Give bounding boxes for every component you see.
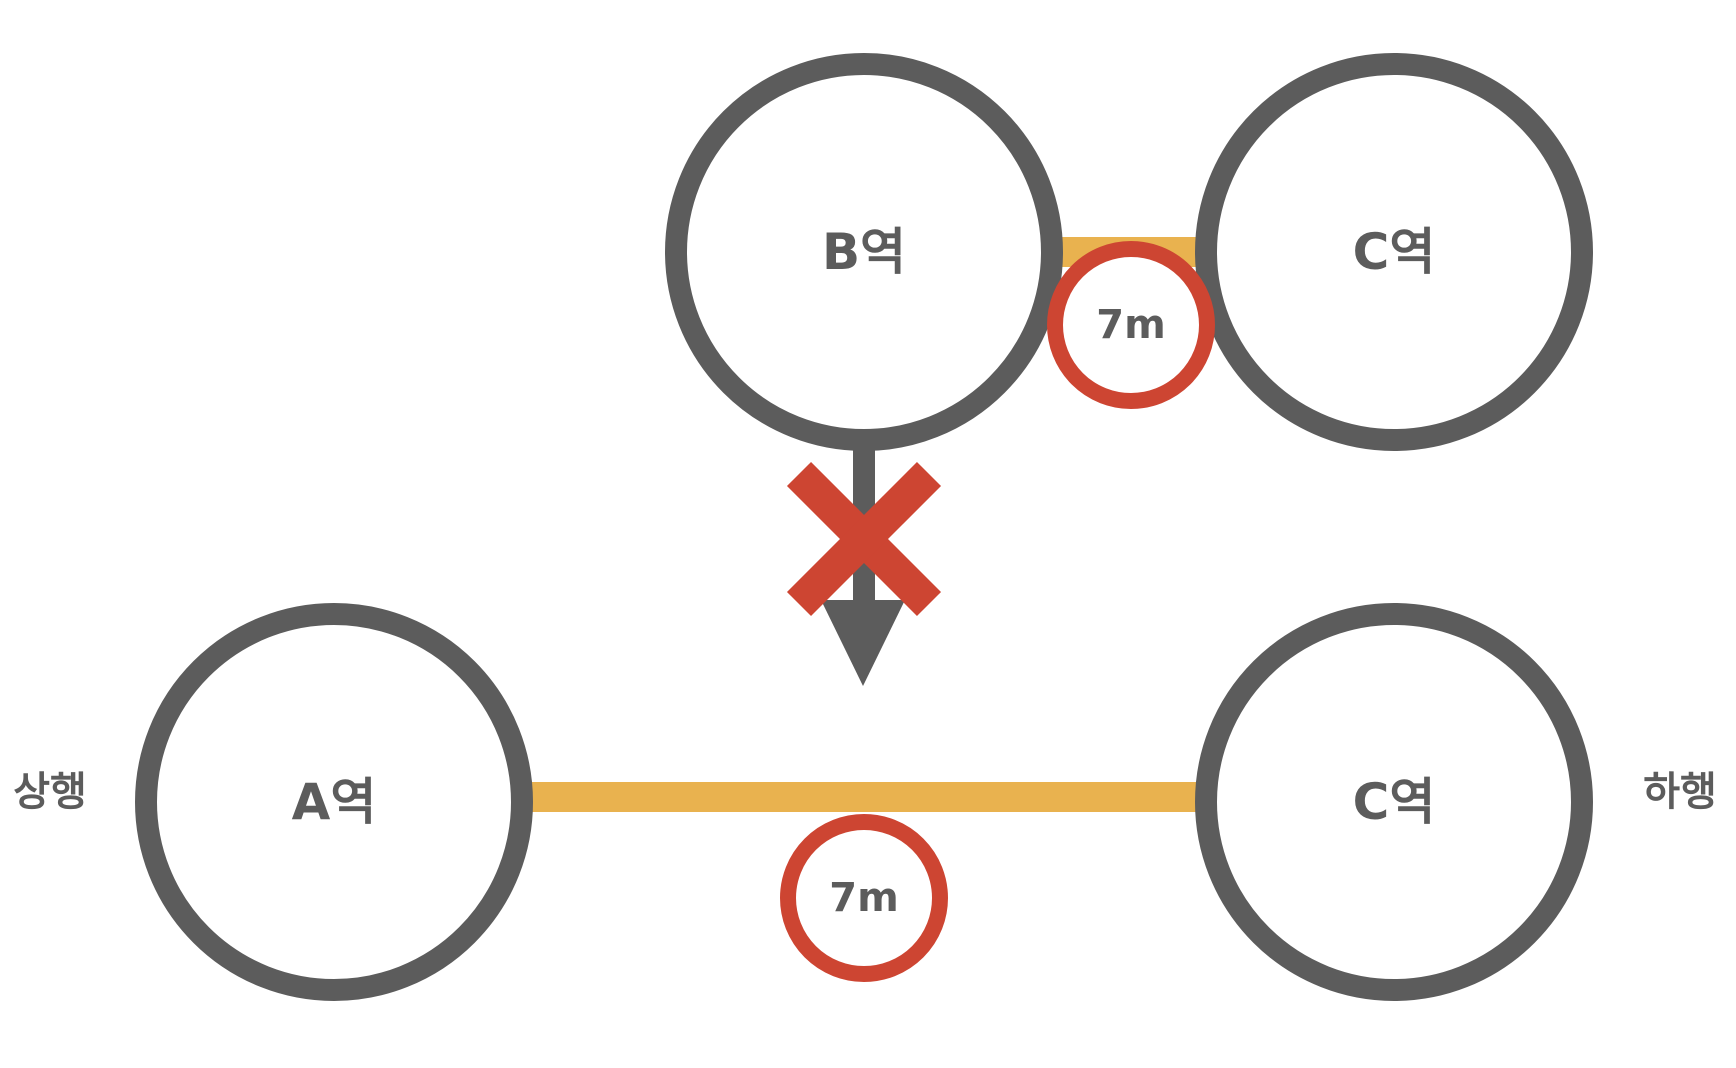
distance-label-lower: 7m [829, 875, 899, 921]
station-c-lower-label: C역 [1353, 773, 1436, 831]
x-mark-icon [786, 461, 942, 617]
station-b-circle [665, 53, 1063, 451]
station-a-label: A역 [292, 773, 377, 831]
station-c-lower-circle [1195, 603, 1593, 1001]
station-c-upper[interactable]: C역 [1195, 53, 1593, 451]
station-a[interactable]: A역 [135, 603, 533, 1001]
distance-circle-upper [1047, 241, 1215, 409]
lower-track [524, 782, 1214, 812]
distance-circle-lower [780, 814, 948, 982]
station-c-upper-label: C역 [1353, 223, 1436, 281]
station-c-lower[interactable]: C역 [1195, 603, 1593, 1001]
direction-left-label: 상행 [13, 769, 87, 815]
distance-marker-upper: 7m [1047, 241, 1215, 409]
station-b-label: B역 [822, 223, 906, 281]
distance-label-upper: 7m [1096, 302, 1166, 348]
station-c-upper-circle [1195, 53, 1593, 451]
distance-marker-lower: 7m [780, 814, 948, 982]
direction-right-label: 하행 [1643, 769, 1717, 815]
station-b[interactable]: B역 [665, 53, 1063, 451]
station-a-circle [135, 603, 533, 1001]
